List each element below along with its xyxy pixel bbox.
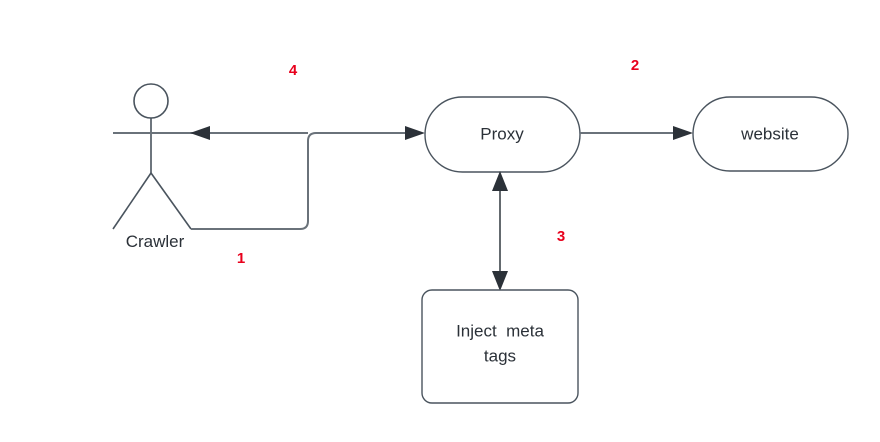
crawler-actor[interactable]: [112, 83, 192, 230]
step-number-2: 2: [631, 57, 639, 74]
flow-arrow-crawler-to-proxy: [191, 126, 425, 230]
inject-meta-tags-label-line2: tags: [484, 346, 516, 365]
inject-meta-tags-shape: [421, 289, 579, 404]
arrow-head-to-crawler-icon: [190, 126, 210, 140]
flow-arrow-proxy-to-crawler: [113, 126, 308, 140]
website-shape: [692, 96, 849, 172]
flow-arrow-proxy-to-inject: [492, 171, 508, 291]
step-number-4: 4: [289, 62, 298, 79]
crawler-right-leg-line: [150, 172, 192, 230]
crawler-head-icon: [133, 83, 169, 119]
inject-meta-tags-label-line1: Inject meta: [456, 321, 544, 340]
arrow-head-to-proxy-up-icon: [492, 171, 508, 191]
arrow-head-to-proxy-icon: [405, 126, 425, 140]
node-proxy[interactable]: Proxy: [424, 96, 581, 173]
crawler-to-proxy-path: [191, 132, 416, 230]
arrow-head-to-website-icon: [673, 126, 693, 140]
arrow-head-to-inject-down-icon: [492, 271, 508, 291]
step-number-3: 3: [557, 228, 565, 245]
proxy-shape: [424, 96, 581, 173]
node-inject-meta-tags[interactable]: Inject meta tags: [421, 289, 579, 404]
node-website[interactable]: website: [692, 96, 849, 172]
website-label: website: [740, 124, 799, 143]
crawler-label: Crawler: [126, 232, 185, 251]
flow-arrow-proxy-to-website: [580, 126, 693, 140]
step-number-1: 1: [237, 250, 245, 267]
crawler-left-leg-line: [112, 172, 152, 230]
proxy-label: Proxy: [480, 124, 524, 143]
